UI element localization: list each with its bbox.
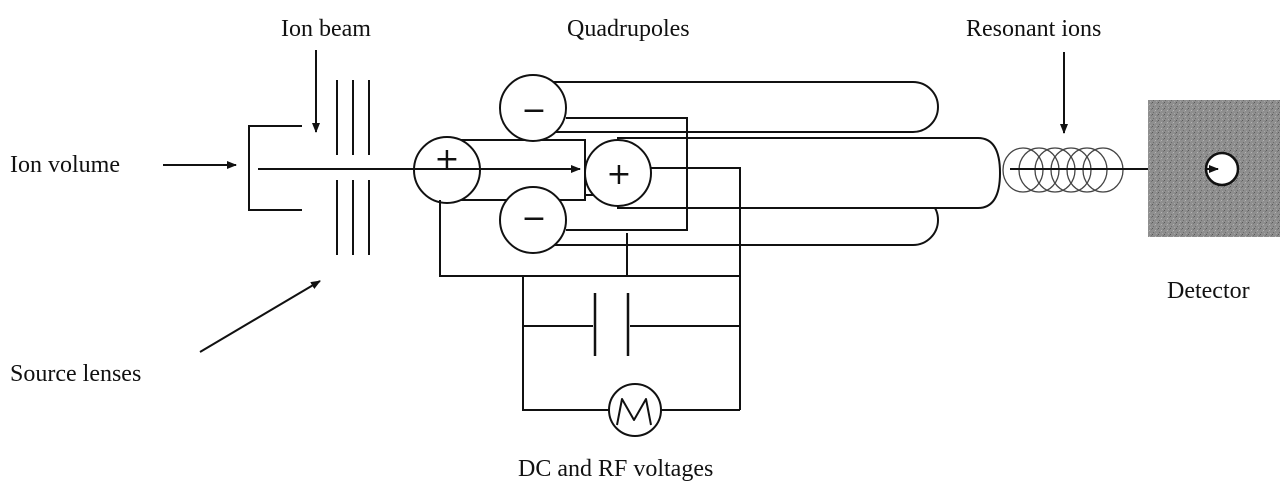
label-voltages: DC and RF voltages — [518, 456, 713, 482]
label-ion-volume: Ion volume — [10, 152, 120, 178]
wire-right-rod — [651, 167, 741, 410]
wire-bottom-rod — [566, 188, 688, 231]
quadrupole-rod-right-body — [617, 137, 1002, 209]
wire-rf-left — [522, 326, 609, 411]
label-resonant-ions: Resonant ions — [966, 16, 1101, 42]
quadrupole-rod-bottom-end — [499, 186, 567, 254]
label-ion-beam: Ion beam — [281, 16, 371, 42]
quadrupole-rod-right-end — [584, 139, 652, 207]
label-source-lenses: Source lenses — [10, 361, 141, 387]
arrow-source-lenses — [199, 280, 321, 353]
label-quadrupoles: Quadrupoles — [567, 16, 690, 42]
rod-sign-bottom: − — [521, 201, 546, 236]
rf-source-icon — [608, 383, 662, 437]
rod-sign-top: − — [521, 93, 546, 128]
ion-volume-chamber — [248, 125, 302, 211]
label-detector: Detector — [1167, 278, 1250, 304]
wire-top-rod — [566, 117, 688, 188]
source-lenses — [336, 80, 370, 255]
quadrupole-rod-top-end — [499, 74, 567, 142]
wire-dc-left — [522, 276, 593, 327]
rod-sign-right: + — [606, 157, 631, 192]
rod-sign-left: + — [434, 142, 459, 177]
quadrupole-rod-top-body — [532, 81, 939, 133]
